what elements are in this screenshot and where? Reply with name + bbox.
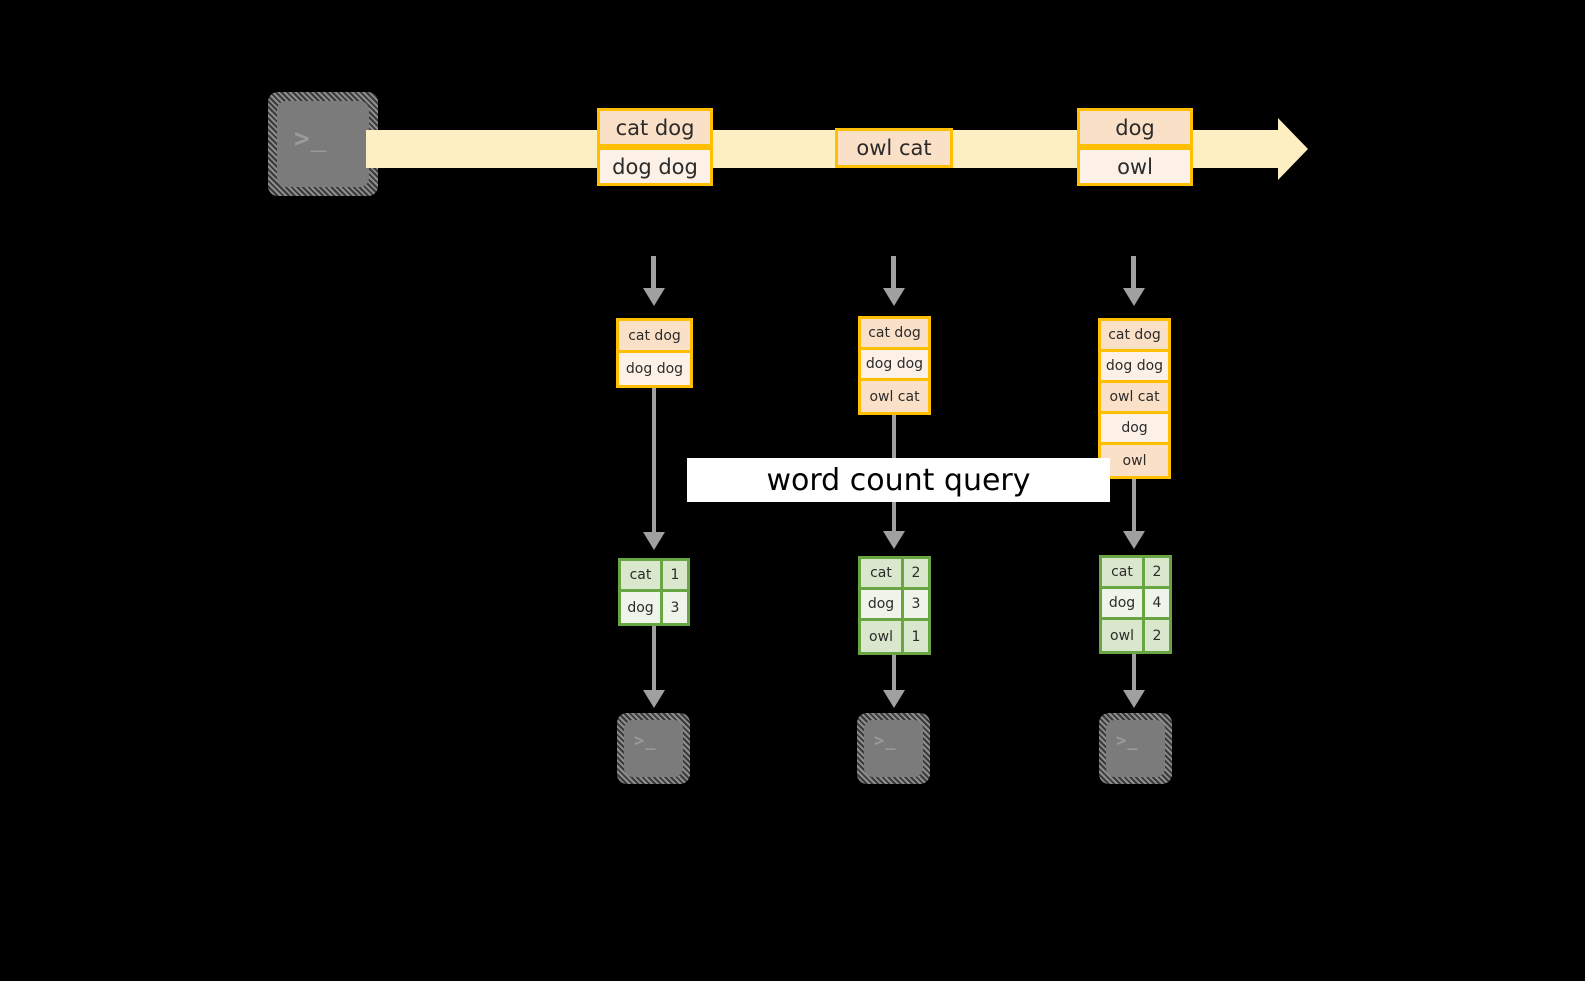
stream-record: owl cat — [835, 128, 953, 168]
table-cell-count: 1 — [904, 621, 928, 652]
snapshot-2-sink-arrowhead — [883, 690, 905, 708]
stream-tap-arrowhead — [883, 288, 905, 306]
terminal-icon-body — [277, 101, 369, 187]
snapshot-3-sink-arrowhead — [1123, 690, 1145, 708]
table-row: owl 2 — [1102, 620, 1169, 651]
stack-row: owl cat — [1101, 383, 1168, 414]
stream-tap-line — [651, 256, 656, 290]
table-cell-word: cat — [621, 561, 663, 589]
table-cell-count: 4 — [1145, 589, 1169, 617]
stream-tap-arrowhead — [643, 288, 665, 306]
stack-row: dog — [1101, 414, 1168, 445]
stream-arrowhead — [1278, 118, 1308, 180]
table-cell-count: 2 — [904, 559, 928, 587]
snapshot-1-query-line — [652, 388, 656, 536]
table-row: owl 1 — [861, 621, 928, 652]
table-cell-word: cat — [1102, 558, 1145, 586]
snapshot-2-sink-terminal-icon: >_ — [857, 713, 930, 784]
table-cell-count: 2 — [1145, 558, 1169, 586]
snapshot-2-result-table: cat 2 dog 3 owl 1 — [858, 556, 931, 655]
table-cell-count: 3 — [663, 592, 687, 623]
table-row: dog 3 — [621, 592, 687, 623]
stack-row: dog dog — [861, 350, 928, 381]
table-cell-word: dog — [621, 592, 663, 623]
table-cell-word: dog — [861, 590, 904, 618]
table-row: cat 2 — [1102, 558, 1169, 589]
terminal-icon-body — [864, 720, 923, 777]
table-cell-word: owl — [1102, 620, 1145, 651]
terminal-icon-body — [624, 720, 683, 777]
stack-row: cat dog — [619, 321, 690, 353]
stream-tap-line — [1131, 256, 1136, 290]
stream-record: dog — [1077, 108, 1193, 147]
snapshot-3-input-stack: cat dog dog dog owl cat dog owl — [1098, 318, 1171, 479]
snapshot-3-query-line — [1132, 479, 1136, 535]
snapshot-2-query-arrowhead — [883, 531, 905, 549]
source-terminal-icon: >_ — [268, 92, 378, 196]
snapshot-1-input-stack: cat dog dog dog — [616, 318, 693, 388]
stack-row: cat dog — [861, 319, 928, 350]
table-row: cat 2 — [861, 559, 928, 590]
terminal-prompt-glyph: >_ — [1116, 731, 1139, 751]
snapshot-3-result-table: cat 2 dog 4 owl 2 — [1099, 555, 1172, 654]
snapshot-2-input-stack: cat dog dog dog owl cat — [858, 316, 931, 415]
table-row: dog 3 — [861, 590, 928, 621]
snapshot-1-result-table: cat 1 dog 3 — [618, 558, 690, 626]
table-cell-word: owl — [861, 621, 904, 652]
table-cell-word: dog — [1102, 589, 1145, 617]
stream-record: dog dog — [597, 147, 713, 186]
terminal-icon-body — [1106, 720, 1165, 777]
stream-record: owl — [1077, 147, 1193, 186]
stream-tap-line — [891, 256, 896, 290]
stack-row: dog dog — [619, 353, 690, 385]
snapshot-3-sink-line — [1132, 654, 1136, 694]
query-label: word count query — [687, 458, 1110, 502]
table-cell-count: 1 — [663, 561, 687, 589]
snapshot-3-sink-terminal-icon: >_ — [1099, 713, 1172, 784]
terminal-prompt-glyph: >_ — [294, 124, 328, 154]
table-cell-count: 2 — [1145, 620, 1169, 651]
snapshot-1-sink-line — [652, 626, 656, 694]
snapshot-1-sink-arrowhead — [643, 690, 665, 708]
snapshot-1-sink-terminal-icon: >_ — [617, 713, 690, 784]
stream-record: cat dog — [597, 108, 713, 147]
stack-row: owl cat — [861, 381, 928, 412]
table-cell-word: cat — [861, 559, 904, 587]
snapshot-1-query-arrowhead — [643, 532, 665, 550]
stack-row: dog dog — [1101, 352, 1168, 383]
terminal-prompt-glyph: >_ — [634, 731, 657, 751]
terminal-prompt-glyph: >_ — [874, 731, 897, 751]
snapshot-2-sink-line — [892, 655, 896, 694]
snapshot-3-query-arrowhead — [1123, 531, 1145, 549]
table-row: dog 4 — [1102, 589, 1169, 620]
stack-row: owl — [1101, 445, 1168, 476]
table-cell-count: 3 — [904, 590, 928, 618]
table-row: cat 1 — [621, 561, 687, 592]
stack-row: cat dog — [1101, 321, 1168, 352]
stream-tap-arrowhead — [1123, 288, 1145, 306]
